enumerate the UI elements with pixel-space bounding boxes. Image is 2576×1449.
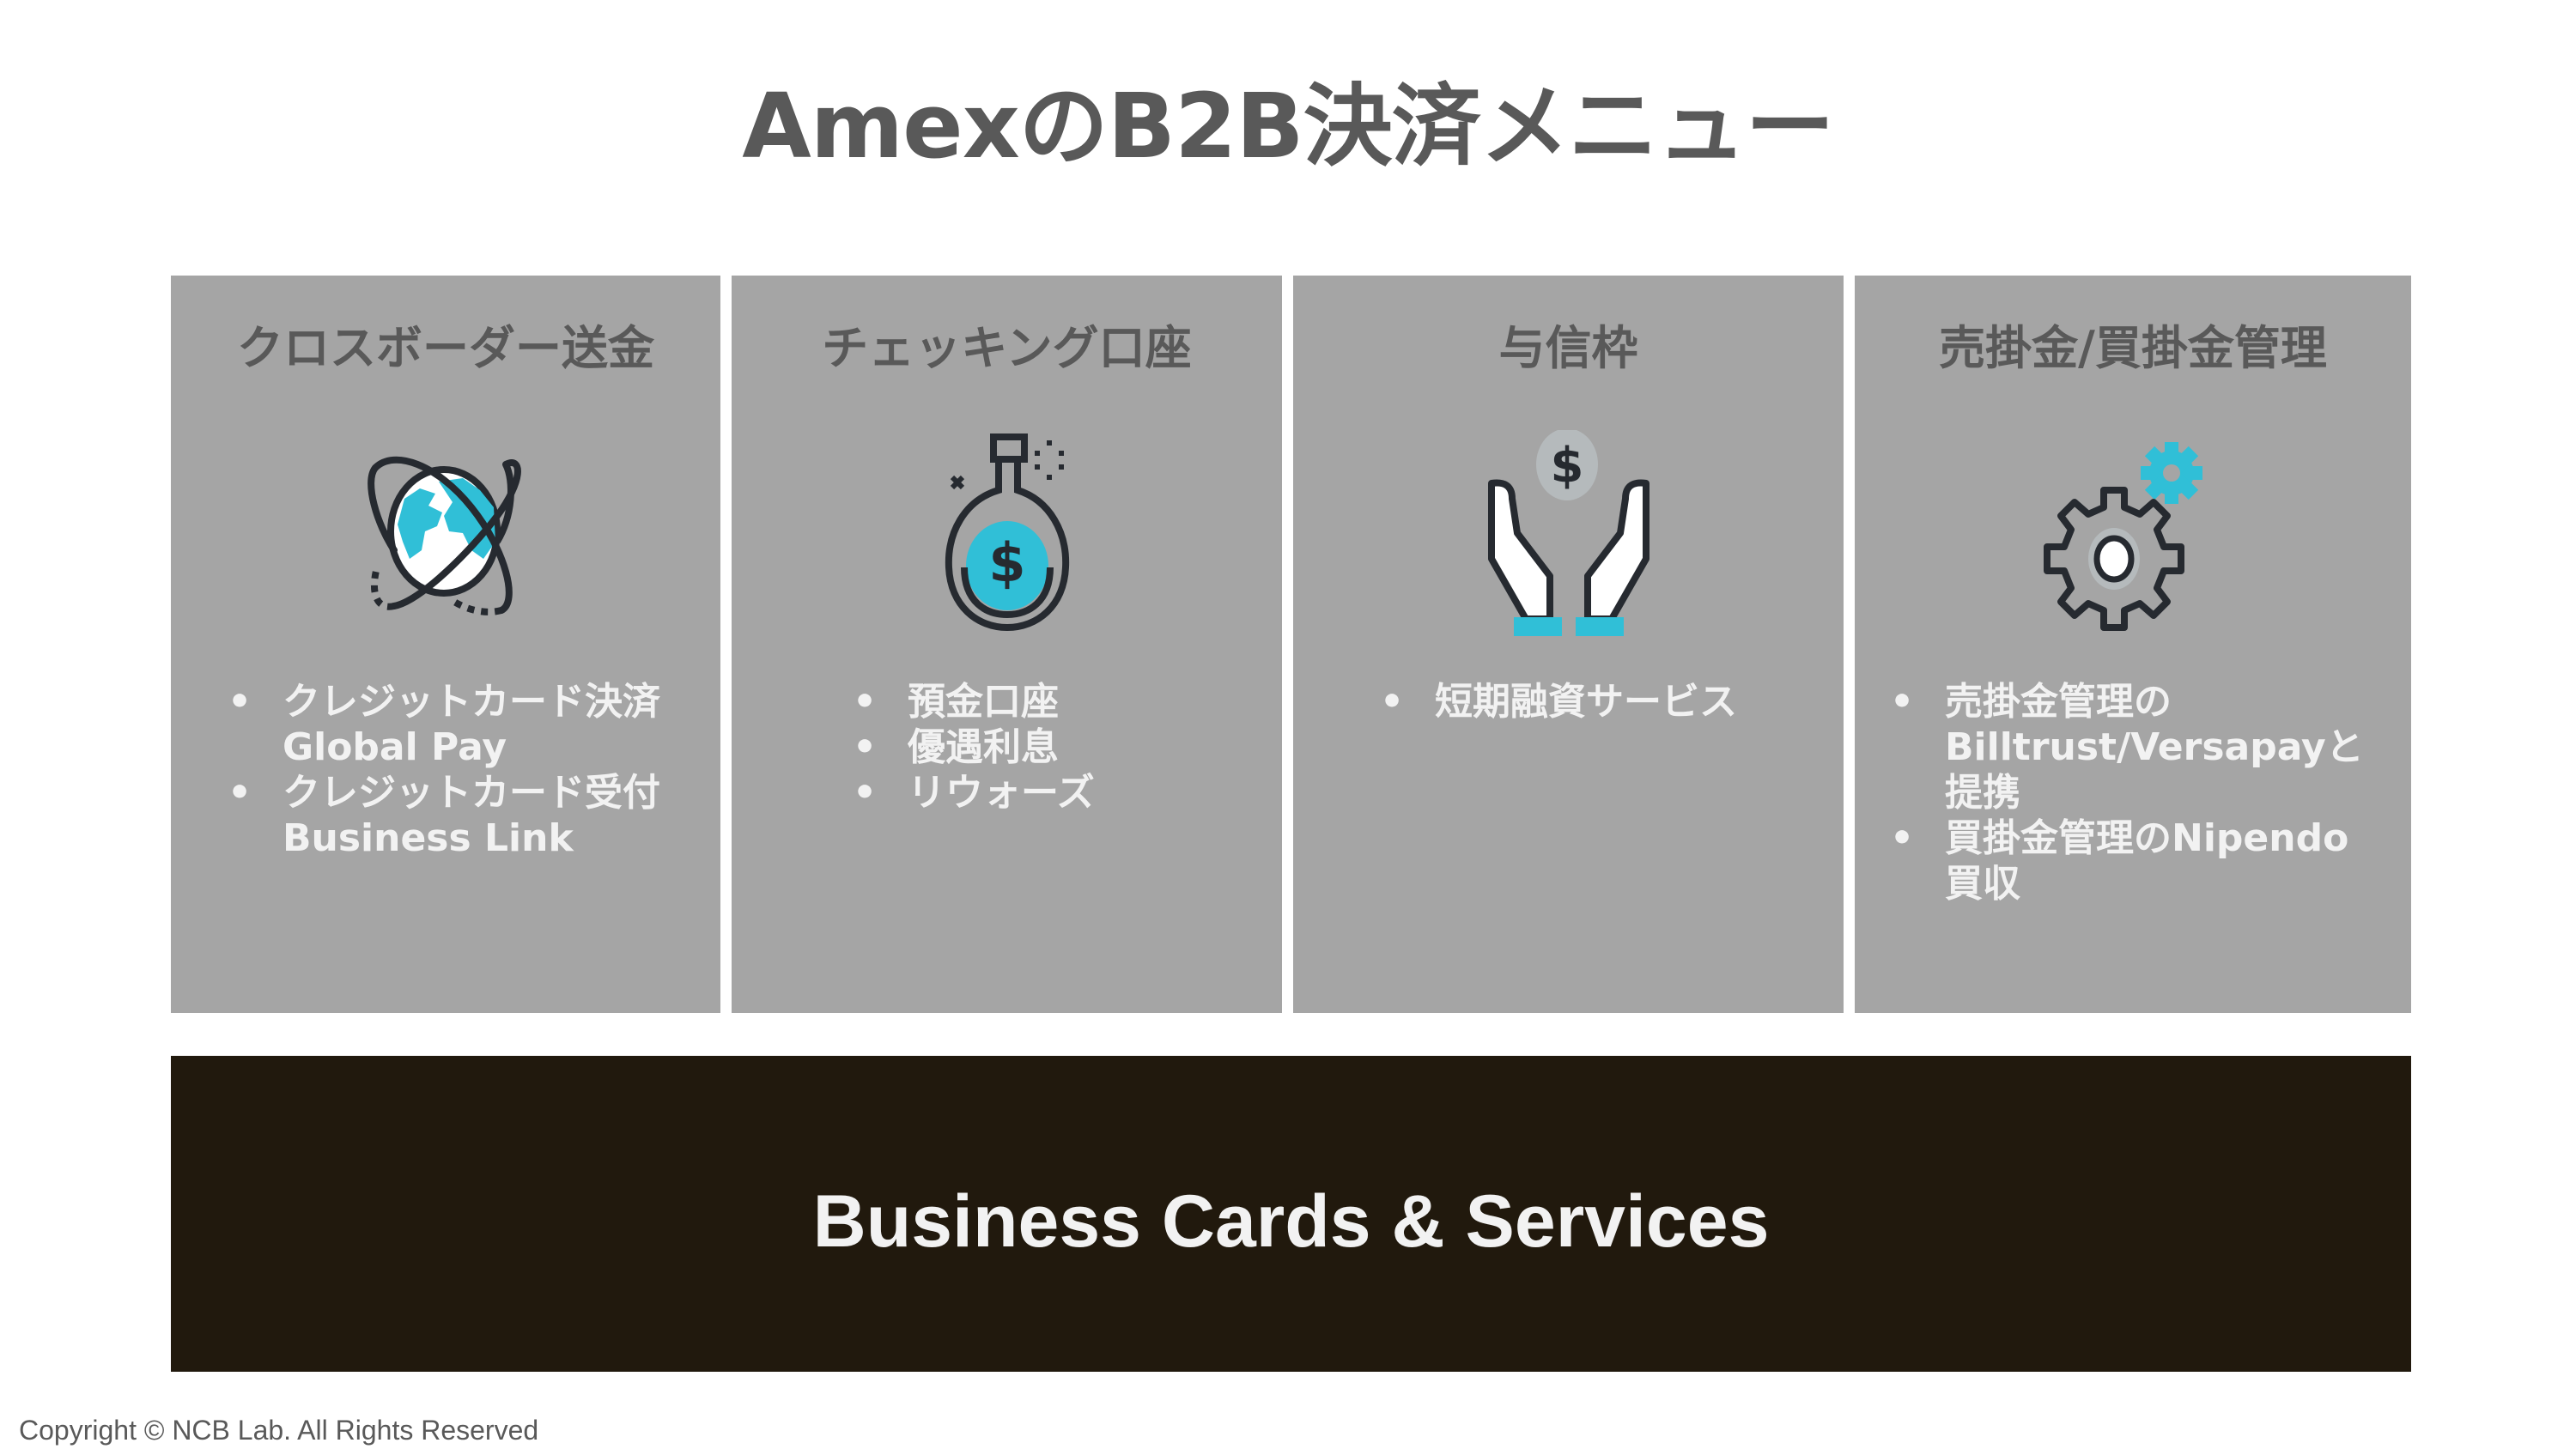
money-flask-icon: $ — [945, 433, 1069, 632]
copyright-footer: Copyright © NCB Lab. All Rights Reserved — [19, 1415, 539, 1446]
bullet-item: •優遇利息 — [852, 725, 1059, 769]
panel-title: チェッキング口座 — [822, 321, 1192, 375]
slide-title: AmexのB2B決済メニュー — [742, 74, 1834, 179]
bullet-item: •預金口座 — [852, 680, 1059, 724]
svg-text:$: $ — [1550, 438, 1583, 494]
bullet-item: •短期融資サービス — [1379, 680, 1737, 724]
bullet-list: •預金口座 •優遇利息 •リウォーズ — [848, 679, 1095, 815]
panel-credit-line: 与信枠 $ •短期融資サービス — [1293, 276, 1844, 1013]
globe-orbit-icon — [368, 456, 521, 615]
bullet-list: •短期融資サービス — [1375, 679, 1737, 724]
business-cards-services-banner: Business Cards & Services — [171, 1056, 2411, 1372]
gears-icon — [2044, 442, 2202, 631]
bullet-item: •リウォーズ — [852, 771, 1095, 815]
panel-title: 与信枠 — [1498, 321, 1638, 375]
panel-title: クロスボーダー送金 — [237, 321, 654, 375]
hands-dollar-icon: $ — [1487, 430, 1649, 636]
panel-title: 売掛金/買掛金管理 — [1939, 321, 2327, 375]
banner-label: Business Cards & Services — [812, 1179, 1770, 1263]
panel-checking-account: チェッキング口座 $ •預金口座 •優遇利息 •リウォーズ — [732, 276, 1282, 1013]
svg-text:$: $ — [988, 531, 1025, 594]
